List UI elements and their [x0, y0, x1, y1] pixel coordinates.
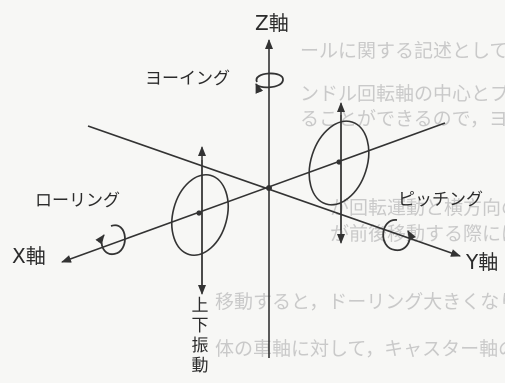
- y-axis-line: [87, 125, 461, 257]
- background-text: ールに関する記述として，適切なものは次 ンドル回転軸の中心とプロフト・フォーク …: [215, 40, 505, 360]
- x-axis-label: X軸: [12, 244, 46, 268]
- pitching-rotation-arrow: [382, 219, 416, 252]
- vertical-vibration-char: 動: [191, 356, 209, 376]
- vertical-vibration-label: 上 下 振 動: [190, 296, 210, 376]
- background-text-line: 体の車軸に対して，キャスター軸の中心と: [215, 338, 505, 360]
- y-axis-label: Y軸: [466, 250, 499, 274]
- vertical-vibration-char: 振: [191, 336, 209, 356]
- left-ellipse: [171, 173, 229, 257]
- background-text-line: ールに関する記述として，適切なものは次: [300, 40, 505, 62]
- background-text-line: が前後移動する際にはほぼ構造を通: [330, 223, 505, 245]
- yawing-label: ヨーイング: [145, 69, 230, 89]
- left-ellipse-center: [196, 210, 202, 216]
- vertical-vibration-char: 下: [191, 316, 209, 336]
- rolling-rotation-arrow: [95, 224, 126, 255]
- background-text-line: ンドル回転軸の中心とプロフト・フォーク: [300, 83, 505, 105]
- right-ellipse: [308, 120, 370, 206]
- pitching-label: ピッチング: [398, 190, 483, 210]
- z-axis-label: Z軸: [255, 11, 289, 35]
- background-text-line: 移動すると，ドーリング大きくなり，走行時: [215, 291, 505, 313]
- yawing-rotation-arrow: [255, 72, 284, 94]
- origin-point: [266, 185, 272, 191]
- rolling-label: ローリング: [35, 191, 120, 211]
- background-text-line: ることができるので，ヨー不安定になるとも: [300, 108, 505, 130]
- vertical-vibration-char: 上: [191, 296, 209, 316]
- background-text-line: が回転運動と横方向の振動が同時に: [330, 197, 505, 219]
